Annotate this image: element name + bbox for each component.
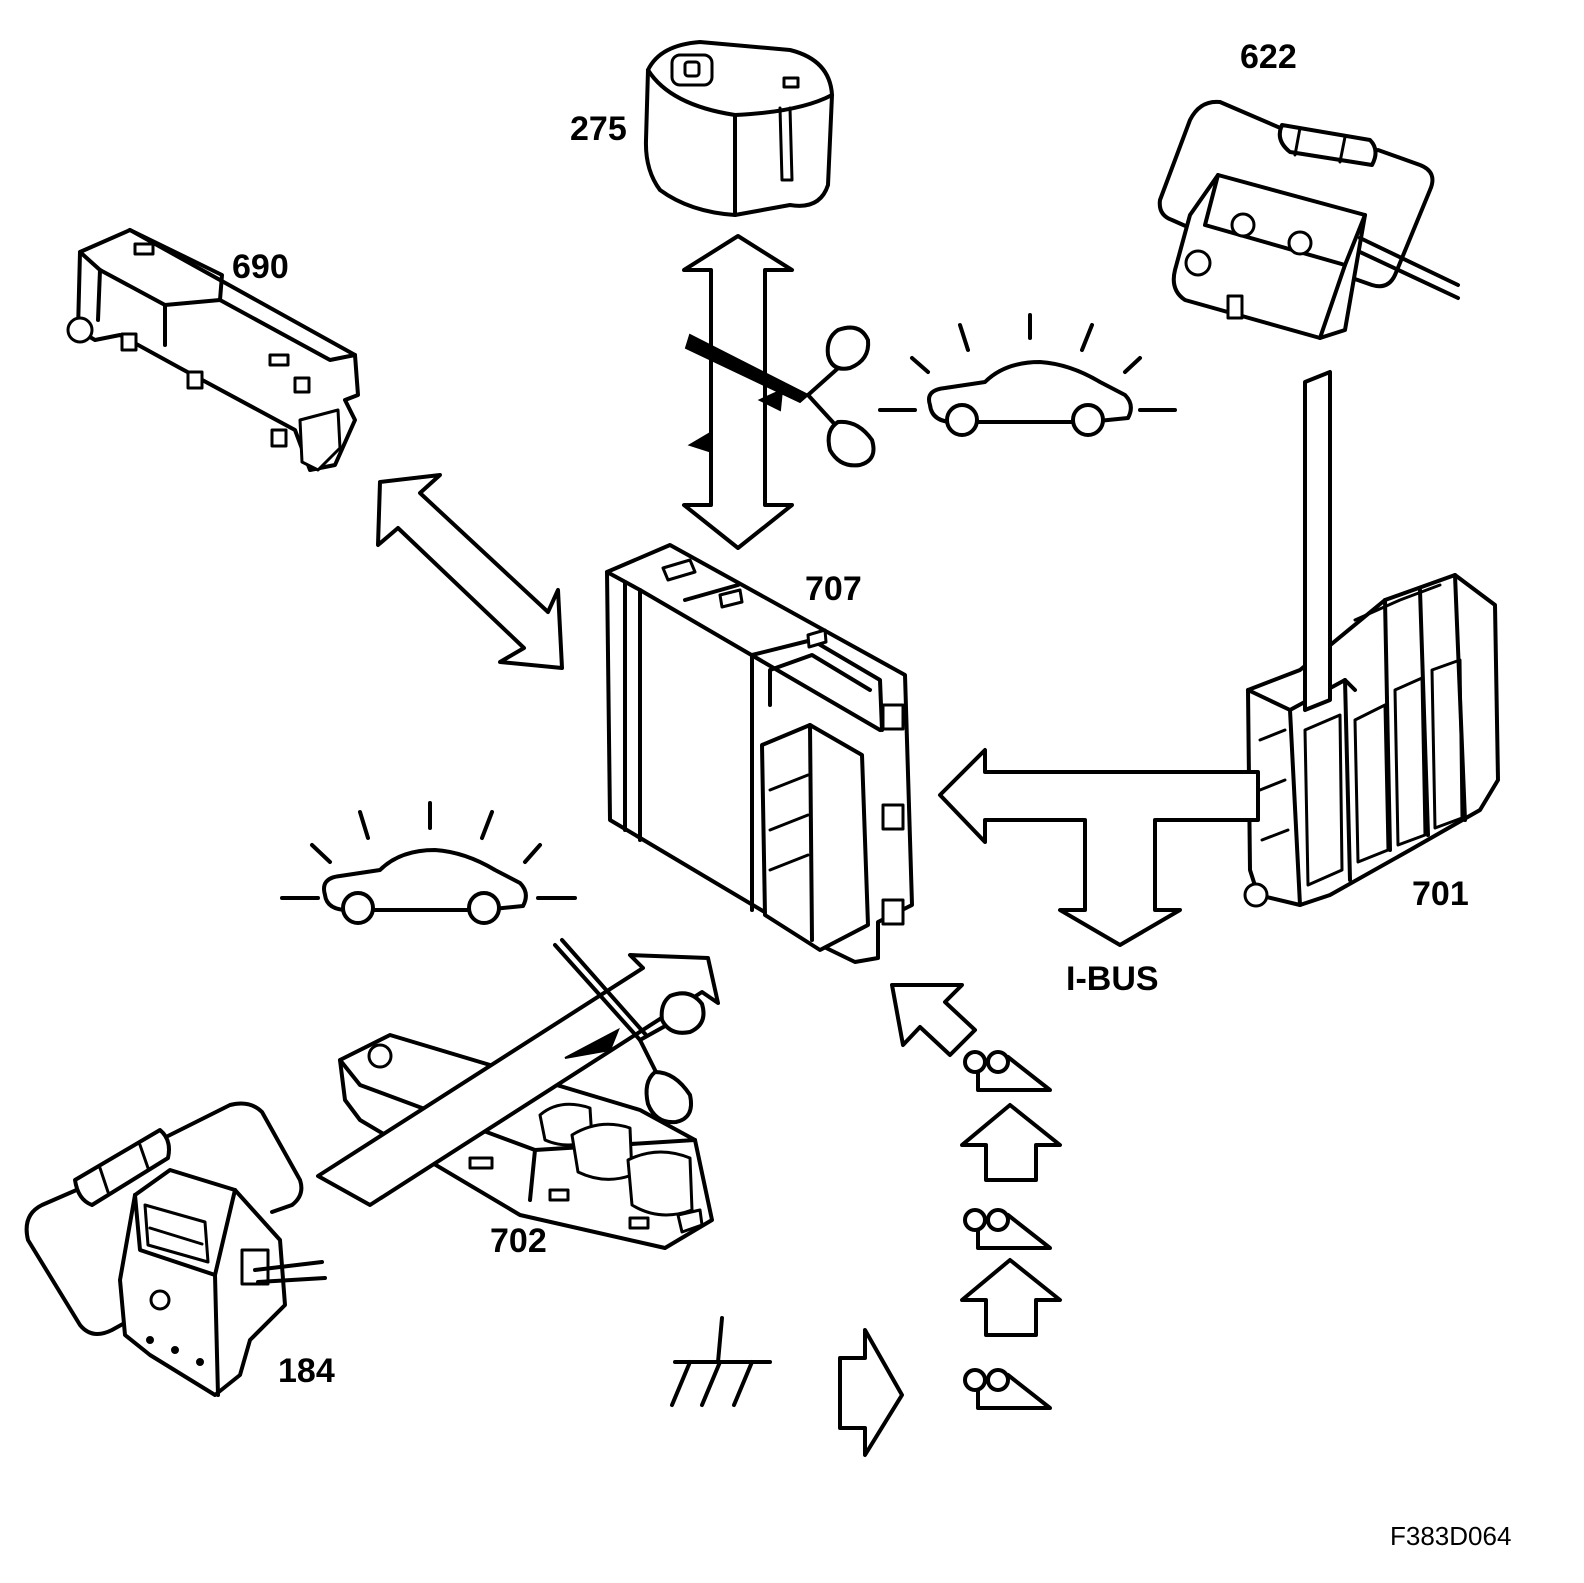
ground-symbol-icon	[670, 1316, 772, 1407]
label-701: 701	[1412, 875, 1469, 913]
car-flashing-icon-lower	[280, 801, 577, 925]
label-622: 622	[1240, 38, 1297, 76]
label-707: 707	[805, 570, 862, 608]
component-707-control-module	[605, 543, 914, 964]
cut-scissors-icon-lower	[553, 938, 706, 1125]
figure-reference: F383D064	[1390, 1521, 1511, 1551]
label-690: 690	[232, 248, 289, 286]
label-702: 702	[490, 1222, 547, 1260]
arrow-right-icon	[838, 1328, 904, 1457]
arrow-275-707-bidirectional	[682, 234, 794, 550]
key-contact-icon-middle	[963, 1208, 1052, 1250]
arrow-690-707-bidirectional	[376, 473, 564, 670]
component-701-fuse-box	[1243, 573, 1500, 908]
arrow-input-up-707	[890, 983, 977, 1057]
label-275: 275	[570, 110, 627, 148]
label-184: 184	[278, 1352, 335, 1390]
arrow-701-707-bus	[938, 748, 1260, 947]
car-flashing-icon-upper	[878, 313, 1177, 437]
label-i-bus: I-BUS	[1066, 960, 1159, 998]
arrow-up-icon-lower	[960, 1258, 1062, 1337]
component-622-sensor	[1157, 99, 1460, 340]
key-contact-icon-bottom	[963, 1368, 1052, 1410]
component-275-siren	[643, 40, 834, 217]
component-690-module	[66, 228, 360, 472]
cut-scissors-icon-upper	[684, 325, 876, 468]
link-622-701	[1303, 370, 1332, 712]
component-702-switch-panel	[338, 1033, 714, 1250]
component-184-lock-actuator	[24, 1101, 327, 1397]
arrow-up-icon-upper	[960, 1103, 1062, 1182]
key-contact-icon-top	[963, 1050, 1052, 1092]
